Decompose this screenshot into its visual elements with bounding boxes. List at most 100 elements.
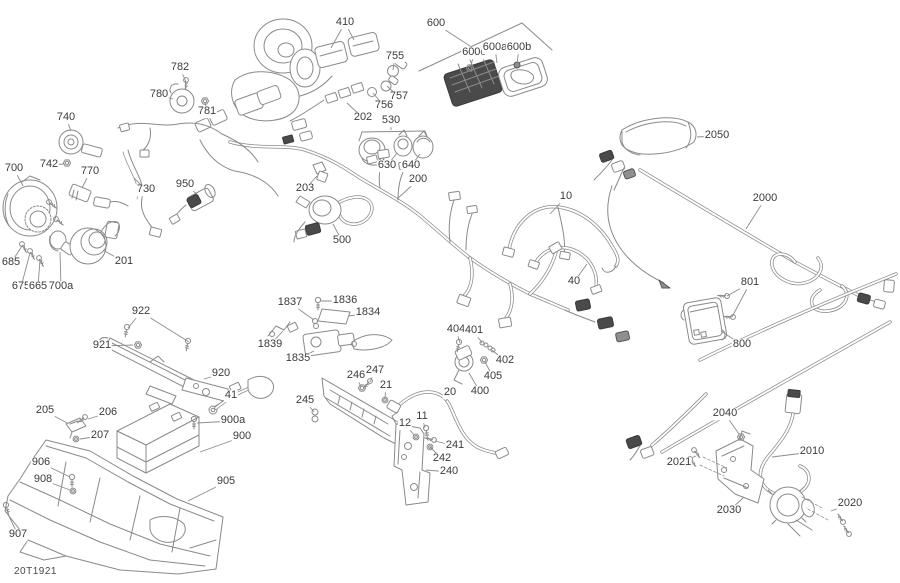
callout-401: 401 [463,324,485,337]
callout-21: 21 [378,379,394,392]
harness-core [463,257,473,297]
callout-782: 782 [169,61,191,74]
brake-switch-group [267,296,393,365]
battery-support-920 [97,337,229,405]
harness-core [508,205,619,267]
callout-950: 950 [174,178,196,191]
ring-640 [412,130,434,159]
callout-1839: 1839 [256,338,284,351]
callout-907: 907 [7,528,29,541]
callout-405: 405 [482,370,504,383]
callout-630: 630 [376,159,398,172]
callout-908: 908 [32,473,54,486]
harness-10 [507,205,620,273]
solenoid-body [767,486,815,537]
callout-20: 20 [442,386,458,399]
callout-241: 241 [444,439,466,452]
callout-920: 920 [210,367,232,380]
callout-10: 10 [558,190,574,203]
callout-41: 41 [223,389,239,402]
callout-206: 206 [97,406,119,419]
callout-600b: 600b [505,41,533,54]
callout-685: 685 [0,256,22,269]
callout-2050: 2050 [703,129,731,142]
rear-harness-2000 [638,168,898,454]
callout-245: 245 [294,394,316,407]
harness-connectors [377,148,631,343]
callout-730: 730 [135,183,157,196]
nut-401 [483,342,489,348]
harness-core [533,246,598,289]
callout-500: 500 [331,234,353,247]
harness-core [771,253,823,285]
callout-1834: 1834 [354,306,382,319]
callout-757: 757 [388,90,410,103]
callout-201: 201 [113,255,135,268]
harness-core [699,273,897,361]
callout-200: 200 [407,173,429,186]
callout-1835: 1835 [284,352,312,365]
callout-801: 801 [739,276,761,289]
harness-core [337,196,373,226]
watermark-code: 20T1921 [14,566,57,577]
main-harness-200 [228,140,596,323]
sensor-400-group [453,338,496,385]
callout-905: 905 [215,475,237,488]
callout-1836: 1836 [331,294,359,307]
callout-402: 402 [494,354,516,367]
callout-755: 755 [384,50,406,63]
callout-12: 12 [397,417,413,430]
callout-700a: 700a [47,280,75,293]
harness-core [661,321,891,453]
callout-800: 800 [731,338,753,351]
module-group-600 [418,22,553,107]
callout-2040: 2040 [711,407,739,420]
callout-665: 665 [27,280,49,293]
callout-240: 240 [438,465,460,478]
callout-40: 40 [566,275,582,288]
ring-630 [393,129,413,157]
horn-201 [69,220,120,265]
callout-922: 922 [130,305,152,318]
harness-core [505,283,514,319]
routing-arrow [607,185,665,284]
hose-20 [394,390,504,457]
harness-core [395,391,503,456]
callout-202: 202 [352,111,374,124]
callout-906: 906 [30,456,52,469]
callout-246: 246 [345,369,367,382]
callout-2021: 2021 [665,456,693,469]
latch-205 [65,412,89,443]
callout-242: 242 [431,452,453,465]
callout-410: 410 [334,16,356,29]
plate-1834 [317,308,351,325]
callout-740: 740 [55,111,77,124]
callout-203: 203 [294,182,316,195]
callout-900: 900 [231,430,253,443]
callout-400: 400 [469,385,491,398]
callout-404: 404 [445,323,467,336]
callout-770: 770 [79,165,101,178]
horn-bracket-780 [169,76,210,114]
callout-781: 781 [196,105,218,118]
callout-780: 780 [148,88,170,101]
clamp-203 [312,161,329,183]
callout-530: 530 [380,114,402,127]
harness-core [651,393,707,446]
callout-2020: 2020 [836,497,864,510]
callout-205: 205 [34,404,56,417]
callout-742: 742 [38,158,60,171]
callout-756: 756 [373,99,395,112]
callout-2010: 2010 [798,445,826,458]
callout-900a: 900a [219,414,247,427]
fuses-202 [289,82,365,122]
callout-700: 700 [3,162,25,175]
callout-207: 207 [89,429,111,442]
harness-core [529,251,557,295]
harness-40 [532,246,599,290]
battery-group [97,323,275,474]
callout-2000: 2000 [751,192,779,205]
